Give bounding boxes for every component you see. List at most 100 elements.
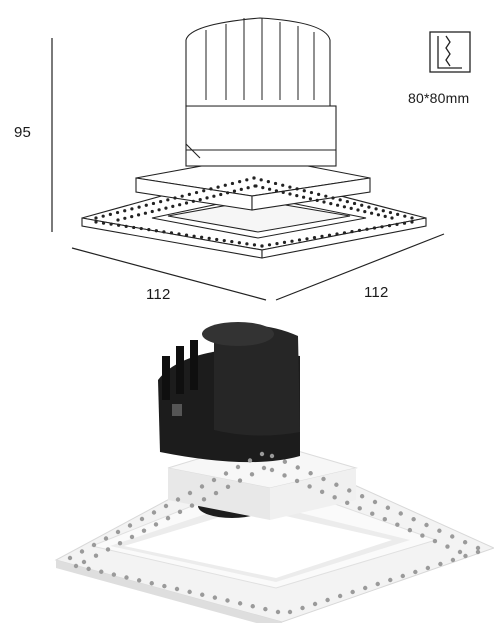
perforation-dot: [275, 609, 281, 615]
perforation-dot: [184, 201, 189, 205]
perforation-dot: [147, 228, 151, 232]
perforation-dot: [123, 209, 127, 213]
perforation-dot: [432, 538, 438, 544]
perforation-dot: [297, 238, 302, 242]
perforation-dot: [79, 549, 85, 554]
perforation-dot: [327, 233, 332, 237]
perforation-dot: [189, 503, 195, 508]
perforation-dot: [387, 224, 392, 228]
perforation-dot: [315, 198, 319, 202]
perforation-dot: [475, 549, 481, 555]
perforation-dot: [94, 216, 98, 220]
perforation-dot: [117, 223, 121, 227]
perforation-dot: [342, 231, 347, 235]
perforation-dot: [111, 572, 117, 577]
perforation-dot: [312, 236, 317, 240]
perforation-dot: [123, 216, 127, 220]
perforation-dot: [325, 597, 330, 603]
perforation-dot: [425, 565, 431, 571]
cutout-icon: [429, 31, 471, 73]
perforation-dot: [252, 243, 257, 247]
perforation-dot: [450, 557, 456, 563]
perforation-dot: [103, 536, 109, 541]
perforation-dot: [372, 226, 377, 230]
perforation-dot: [375, 581, 380, 587]
perforation-dot: [115, 529, 121, 535]
perforation-dot: [322, 200, 326, 204]
width-dimension-line-left: [71, 247, 267, 301]
perforation-dot: [308, 471, 313, 476]
perforation-dot: [222, 238, 226, 243]
perforation-dot: [305, 237, 309, 241]
perforation-dot: [309, 190, 314, 195]
perforation-dot: [424, 522, 429, 528]
perforation-dot: [149, 581, 154, 586]
perforation-dot: [73, 563, 79, 569]
perforation-dot: [395, 222, 399, 226]
perforation-dot: [407, 527, 413, 533]
perforation-dot: [457, 549, 463, 555]
perforation-dot: [212, 194, 216, 198]
perforation-dot: [267, 243, 272, 247]
perforation-dot: [370, 511, 375, 516]
perforation-dot: [171, 204, 175, 208]
perforation-dot: [357, 506, 362, 511]
perforation-dot: [192, 234, 196, 238]
perforation-dot: [288, 192, 292, 196]
perforation-dot: [136, 213, 141, 217]
perforation-dot: [232, 189, 237, 193]
perforation-dot: [219, 192, 223, 197]
perforation-dot: [246, 186, 250, 190]
perforation-dot: [363, 585, 368, 591]
perforation-dot: [266, 180, 270, 184]
perforation-dot: [365, 227, 369, 231]
perforation-dot: [332, 495, 337, 500]
perforation-dot: [261, 186, 265, 190]
perforation-dot: [124, 575, 129, 580]
perforation-dot: [108, 212, 112, 216]
perforation-dot: [237, 478, 243, 483]
perforation-dot: [194, 190, 199, 195]
perforation-dot: [137, 205, 141, 209]
perforation-dot: [282, 473, 287, 478]
perforation-dot: [281, 190, 285, 194]
perforation-dot: [144, 203, 148, 207]
perforation-dot: [282, 240, 287, 244]
perforation-dot: [139, 516, 145, 522]
perforation-dot: [199, 484, 205, 489]
perforation-dot: [275, 242, 279, 246]
perforation-dot: [402, 221, 407, 225]
perforation-dot: [438, 561, 443, 567]
perforation-dot: [212, 595, 218, 600]
perforation-dot: [261, 465, 267, 471]
perforation-dot: [356, 208, 360, 212]
perforation-dot: [130, 215, 134, 219]
perforation-dot: [151, 510, 157, 515]
perforation-dot: [207, 236, 211, 240]
perforation-dot: [437, 528, 442, 533]
perforation-dot: [273, 181, 278, 186]
perforation-dot: [223, 471, 229, 476]
perforation-dot: [290, 239, 294, 243]
perforation-dot: [259, 178, 263, 182]
perforation-dot: [372, 499, 378, 505]
perforation-dot: [230, 240, 234, 244]
perforation-dot: [67, 555, 73, 561]
perforation-dot: [239, 187, 243, 191]
perforation-dot: [342, 205, 346, 209]
perforation-dot: [385, 505, 391, 510]
perforation-dot: [94, 220, 98, 224]
perforation-dot: [250, 604, 255, 609]
perforation-dot: [124, 224, 128, 228]
perforation-dot: [463, 553, 468, 559]
perforation-dot: [99, 569, 104, 574]
perforation-dot: [260, 244, 264, 248]
perforation-dot: [329, 202, 333, 206]
perforation-dot: [163, 503, 169, 509]
perforation-dot: [187, 192, 191, 196]
perforation-dot: [331, 196, 335, 200]
perforation-dot: [245, 178, 249, 182]
perforation-dot: [324, 194, 328, 198]
perforation-dot: [287, 609, 293, 615]
perforation-dot: [302, 189, 306, 193]
